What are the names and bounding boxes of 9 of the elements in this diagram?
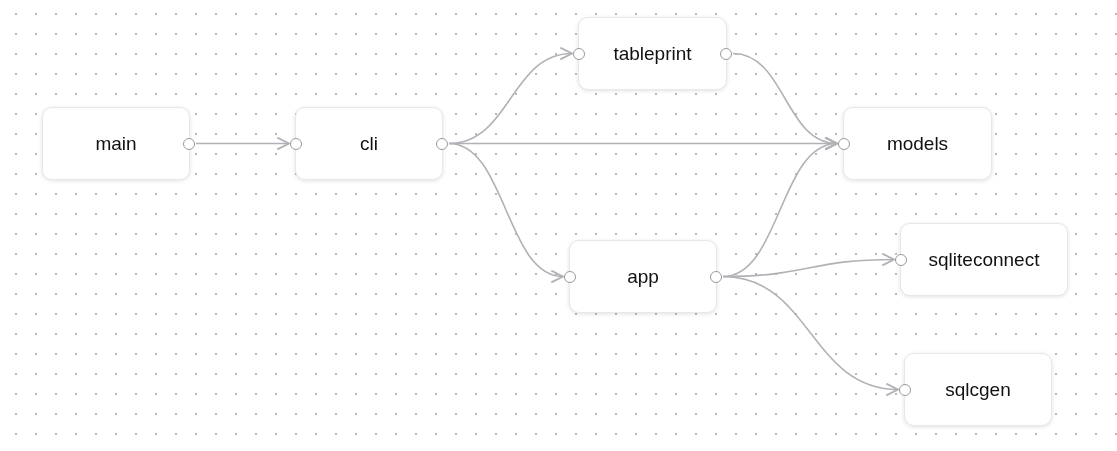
node-label: tableprint [613, 42, 692, 65]
node-label: cli [360, 132, 378, 155]
node-label: sqliteconnect [928, 248, 1040, 271]
node-label: models [886, 132, 949, 155]
arrow [448, 142, 564, 281]
node-label: sqlcgen [945, 378, 1011, 401]
node-label: app [627, 265, 659, 288]
arrow [722, 275, 899, 395]
node-label: main [95, 132, 137, 155]
